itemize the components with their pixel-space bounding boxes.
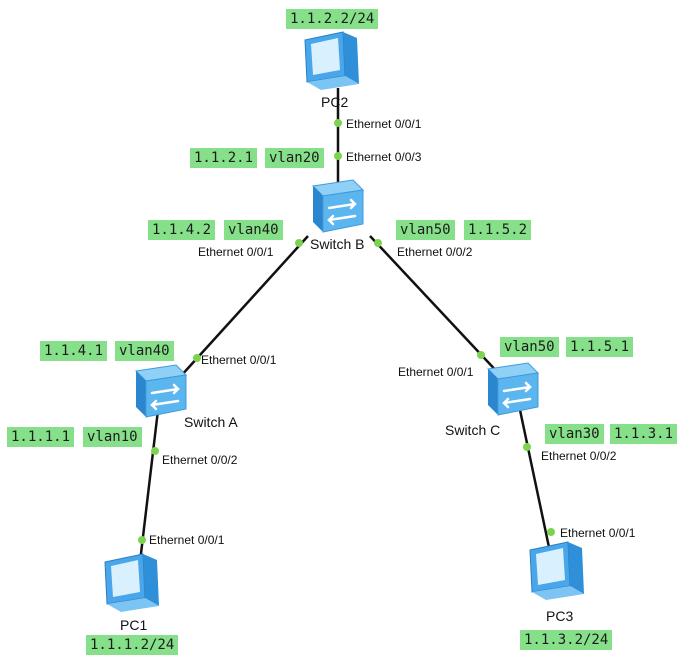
switchb-top-vlan-tag: vlan20 [265, 148, 324, 168]
switchb-left-vlan-tag: vlan40 [224, 220, 283, 240]
pc1-ip-tag: 1.1.1.2/24 [86, 635, 179, 655]
switchb-right-ip-tag: 1.1.5.2 [464, 220, 532, 240]
port-dot [334, 119, 342, 127]
switchb-left-port-label: Ethernet 0/0/1 [198, 245, 274, 259]
port-dot [193, 354, 201, 362]
port-dot [374, 239, 382, 247]
switchb-label: Switch B [310, 236, 365, 252]
switchc-label: Switch C [445, 422, 501, 438]
port-dot [523, 443, 531, 451]
switchc-up-ip-tag: 1.1.5.1 [566, 337, 634, 357]
switchc-up-port-label: Ethernet 0/0/1 [398, 365, 474, 379]
switcha-up-port-label: Ethernet 0/0/1 [201, 353, 277, 367]
port-dot [151, 447, 159, 455]
pc3-ip-tag: 1.1.3.2/24 [520, 630, 613, 650]
switchc-up-vlan-tag: vlan50 [500, 337, 559, 357]
port-dot [138, 536, 146, 544]
desktop-computer-icon[interactable] [528, 540, 592, 602]
switcha-up-ip-tag: 1.1.4.1 [40, 341, 108, 361]
switchb-right-vlan-tag: vlan50 [396, 220, 455, 240]
switchc-down-vlan-tag: vlan30 [545, 424, 604, 444]
pc2-port-label: Ethernet 0/0/1 [346, 117, 422, 131]
switchb-top-port-label: Ethernet 0/0/3 [346, 150, 422, 164]
port-dot [547, 528, 555, 536]
pc3-label: PC3 [546, 608, 574, 624]
network-switch-icon[interactable] [132, 363, 190, 419]
desktop-computer-icon[interactable] [103, 552, 167, 614]
desktop-computer-icon[interactable] [303, 30, 367, 92]
switchb-top-ip-tag: 1.1.2.1 [190, 148, 258, 168]
switcha-down-port-label: Ethernet 0/0/2 [162, 453, 238, 467]
pc1-label: PC1 [120, 617, 148, 633]
port-dot [295, 239, 303, 247]
switcha-down-ip-tag: 1.1.1.1 [7, 427, 75, 447]
network-switch-icon[interactable] [484, 361, 542, 417]
switcha-down-vlan-tag: vlan10 [83, 427, 142, 447]
switcha-label: Switch A [184, 414, 238, 430]
switchc-down-port-label: Ethernet 0/0/2 [541, 449, 617, 463]
link-switchb-switcha [179, 235, 309, 378]
switchb-left-ip-tag: 1.1.4.2 [148, 220, 216, 240]
network-switch-icon[interactable] [309, 178, 367, 234]
pc3-port-label: Ethernet 0/0/1 [560, 526, 636, 540]
switcha-up-vlan-tag: vlan40 [115, 341, 174, 361]
link-switchc-pc3 [518, 409, 552, 553]
pc2-label: PC2 [321, 94, 349, 110]
port-dot [477, 351, 485, 359]
pc2-ip-tag: 1.1.2.2/24 [286, 9, 379, 29]
switchc-down-ip-tag: 1.1.3.1 [610, 424, 678, 444]
pc1-port-label: Ethernet 0/0/1 [149, 533, 225, 547]
switchb-right-port-label: Ethernet 0/0/2 [397, 245, 473, 259]
port-dot [334, 152, 342, 160]
